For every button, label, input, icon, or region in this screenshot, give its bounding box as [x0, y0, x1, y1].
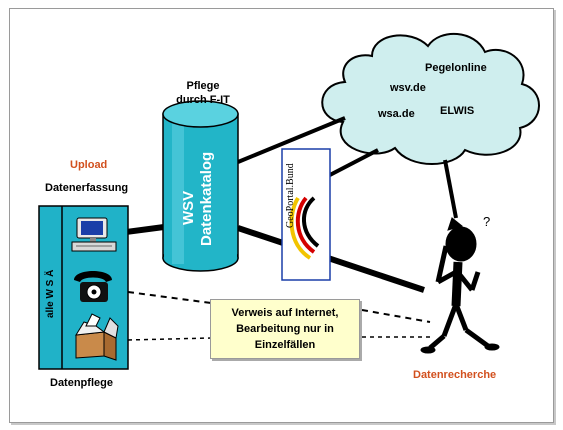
cloud-elwis-label: ELWIS [440, 105, 475, 117]
datenerfassung-label: Datenerfassung [45, 182, 129, 194]
phone-icon [74, 271, 112, 302]
internet-cloud [321, 32, 540, 165]
line-panel-cylinder [125, 224, 165, 235]
panel-vertical-label: alle W S Ä [45, 269, 56, 318]
cloud-pegelonline-label: Pegelonline [425, 62, 487, 74]
cloud-wsa-label: wsa.de [378, 108, 415, 120]
pflege-line-1: Pflege [186, 80, 220, 92]
package-icon [75, 313, 119, 361]
note-line-3: Einzelfällen [254, 339, 316, 351]
datenpflege-label: Datenpflege [50, 377, 113, 389]
dashed-line-box [127, 337, 212, 341]
pflege-label: Pflege durch F-IT [175, 79, 231, 107]
cylinder-title: WSV [180, 190, 197, 225]
thinking-person-figure [420, 217, 500, 354]
note-line-2: Bearbeitung nur in [236, 323, 334, 335]
dashed-line-note-person [361, 309, 431, 323]
pflege-line-2: durch F-IT [176, 94, 230, 106]
line-cloud-person [443, 159, 458, 219]
computer-icon [71, 217, 117, 252]
geoportal-text: GeoPortal.Bund [285, 163, 296, 228]
line-cylinder-cloud [237, 116, 346, 164]
datenrecherche-label: Datenrecherche [413, 369, 497, 381]
cylinder-subtitle: Datenkatalog [198, 151, 215, 246]
note-line-1: Verweis auf Internet, [231, 307, 339, 319]
geoportal-logo [281, 148, 331, 281]
upload-label: Upload [70, 159, 108, 171]
line-cylinder-person [237, 225, 425, 293]
line-geoportal-cloud [325, 148, 379, 179]
question-mark: ? [483, 214, 491, 229]
cloud-wsv-label: wsv.de [390, 82, 426, 94]
datenkatalog-cylinder [162, 100, 239, 272]
dashed-line-phone [127, 291, 212, 304]
note-box: Verweis auf Internet, Bearbeitung nur in… [210, 299, 360, 359]
